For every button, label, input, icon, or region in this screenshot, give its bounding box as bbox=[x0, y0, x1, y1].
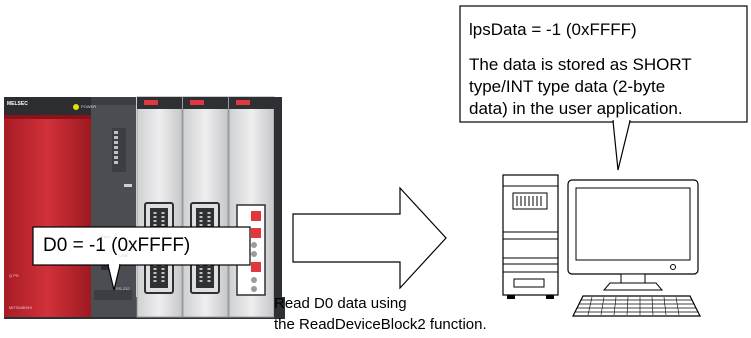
cpu-module bbox=[91, 97, 136, 317]
terminal-module bbox=[228, 96, 275, 318]
power-label: POWER bbox=[81, 104, 97, 109]
power-led bbox=[73, 104, 79, 110]
power-maker-label: MITSUBISHI bbox=[9, 305, 32, 310]
arrow-caption-line-2: the ReadDeviceBlock2 function. bbox=[274, 316, 487, 333]
power-model-label: Q PS bbox=[9, 273, 19, 278]
pc-keyboard bbox=[572, 295, 701, 317]
cpu-usb-label: USB bbox=[119, 253, 128, 258]
plc-callout-shape bbox=[32, 226, 251, 291]
plc-callout-text: D0 = -1 (0xFFFF) bbox=[43, 235, 191, 256]
transfer-arrow bbox=[292, 186, 447, 290]
pc-callout-line-1: lpsData = -1 (0xFFFF) bbox=[469, 20, 637, 39]
arrow-caption-line-1: Read D0 data using bbox=[274, 295, 407, 312]
pc-tower bbox=[502, 174, 559, 299]
rack-end bbox=[274, 97, 282, 317]
cpu-pull-label: PULL bbox=[101, 234, 112, 239]
pc-callout-shape bbox=[459, 5, 748, 171]
power-supply-module bbox=[4, 97, 91, 317]
power-module-brand: MELSEC bbox=[7, 101, 28, 107]
pc-callout-line-2: The data is stored as SHORT bbox=[469, 55, 692, 74]
pc-callout-line-4: data) in the user application. bbox=[469, 99, 683, 118]
cpu-rs232-label: RS-232 bbox=[116, 286, 130, 291]
pc-monitor bbox=[567, 179, 699, 291]
pc-callout-line-3: type/INT type data (2-byte bbox=[469, 77, 666, 96]
io-module-1 bbox=[136, 96, 183, 318]
io-module-2 bbox=[182, 96, 229, 318]
